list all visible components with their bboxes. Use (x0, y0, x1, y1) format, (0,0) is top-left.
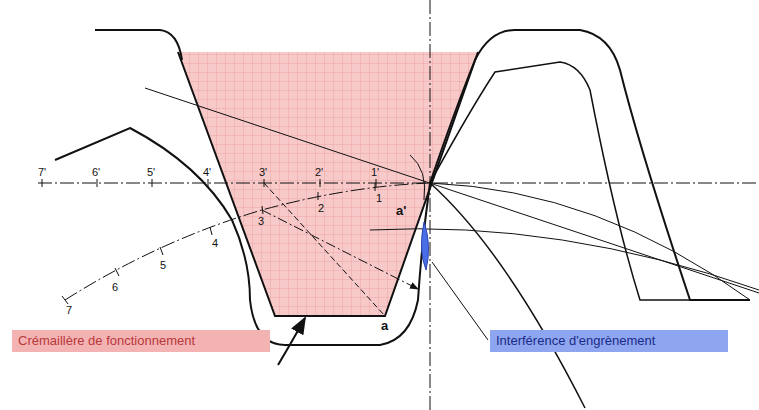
mating-tooth (430, 62, 735, 300)
arc-mark (410, 155, 425, 200)
callout-number: 7 (66, 304, 72, 316)
label-box: Crémaillère de fonctionnement (12, 330, 270, 352)
label-box: Interférence d'engrènement (490, 330, 728, 352)
callout-number: 2 (318, 202, 324, 214)
callout-number: 4' (203, 166, 211, 178)
pitch-circle (65, 183, 430, 300)
label-text: Crémaillère de fonctionnement (18, 333, 264, 349)
callout-number: 7' (38, 166, 46, 178)
callout-number: 4 (212, 237, 218, 249)
mating-tooth (430, 30, 750, 300)
callout-number: 3' (259, 166, 267, 178)
point-label: a' (396, 205, 406, 217)
callout-number: 1 (376, 192, 382, 204)
callout-number: 1' (371, 166, 379, 178)
leader-arrow (278, 318, 305, 365)
pitch-line (38, 183, 759, 184)
callout-number: 6' (92, 166, 100, 178)
gear-tooth (55, 128, 430, 345)
interference-zone (421, 222, 428, 270)
label-text: Interférence d'engrènement (496, 333, 722, 349)
mating-flank (430, 183, 585, 408)
ticks (42, 179, 376, 187)
gear-circle (430, 183, 750, 300)
callout-number: 5' (147, 166, 155, 178)
callout-number: 3 (258, 215, 264, 227)
callout-number: 2' (315, 166, 323, 178)
rack-outline (95, 30, 182, 60)
axis-line (430, 0, 431, 410)
callout-number: 6 (112, 281, 118, 293)
leader-line (432, 262, 488, 340)
callout-number: 5 (160, 259, 166, 271)
point-label: a (381, 320, 388, 332)
construction-line (262, 210, 418, 289)
construction-line (264, 183, 385, 316)
